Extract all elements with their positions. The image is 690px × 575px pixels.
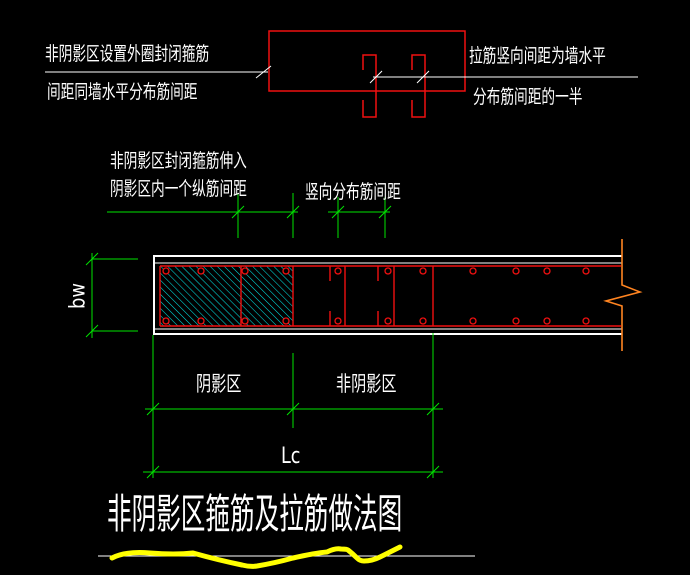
longitudinal-rebar-dots [162, 267, 590, 325]
rebar-dot [282, 317, 290, 325]
left-note-line1: 非阴影区设置外圈封闭箍筋 [45, 43, 210, 65]
vertical-spacing-note: 竖向分布筋间距 [305, 181, 401, 203]
right-note-line1: 拉筋竖向间距为墙水平 [469, 45, 606, 67]
rebar-dot [334, 267, 342, 275]
rebar-dot [197, 267, 205, 275]
rebar-dot [469, 267, 477, 275]
dim-tick [85, 324, 99, 338]
leader-tick [416, 70, 430, 84]
break-line [603, 239, 643, 351]
rebar-dot [469, 317, 477, 325]
leader-tick [369, 70, 383, 84]
rebar-dot [334, 317, 342, 325]
hoop-extend-note-line1: 非阴影区封闭箍筋伸入 [110, 150, 247, 172]
rebar-dot [419, 317, 427, 325]
shadow-zone-label: 阴影区 [196, 372, 242, 396]
right-note-line2: 分布筋间距的一半 [473, 86, 583, 108]
rebar-dot [582, 317, 590, 325]
tie-bar-hook [362, 54, 377, 118]
non-shadow-zone-label: 非阴影区 [336, 372, 397, 396]
dim-tick [231, 205, 245, 219]
rebar-dot [582, 267, 590, 275]
tie-bar-hook [411, 54, 426, 118]
dim-tick [286, 402, 300, 416]
wall-stirrups [159, 265, 621, 327]
rebar-dot [241, 317, 249, 325]
rebar-dot [282, 267, 290, 275]
rebar-dot [241, 267, 249, 275]
left-note-line2: 间距同墙水平分布筋间距 [47, 81, 198, 103]
dim-tick [85, 252, 99, 266]
rebar-dot [543, 267, 551, 275]
rebar-dot [197, 317, 205, 325]
dim-tick [146, 465, 160, 479]
upper-dimensions [107, 193, 392, 238]
dim-tick [426, 465, 440, 479]
rebar-dot [162, 267, 170, 275]
closed-hoop-outline [268, 30, 466, 92]
leader-lines [45, 65, 638, 84]
rebar-dot [543, 317, 551, 325]
wall-width-label: bw [65, 283, 90, 309]
dim-tick [426, 402, 440, 416]
bw-dimension [85, 252, 138, 338]
drawing-title: 非阴影区箍筋及拉筋做法图 [107, 490, 403, 538]
dim-tick [378, 205, 392, 219]
rebar-dot [384, 267, 392, 275]
rebar-dot [512, 317, 520, 325]
rebar-dot [162, 317, 170, 325]
dim-tick [331, 205, 345, 219]
dim-tick [146, 402, 160, 416]
hoop-plan-detail [268, 30, 466, 118]
wall-outline [153, 255, 622, 335]
leader-tick [255, 65, 272, 79]
title-highlight-squiggle [109, 544, 403, 569]
boundary-length-label: Lc [281, 444, 301, 469]
rebar-dot [512, 267, 520, 275]
lower-dimensions [143, 333, 443, 479]
dim-tick [286, 205, 300, 219]
shadow-zone-hatch [160, 266, 293, 326]
hoop-extend-note-line2: 阴影区内一个纵筋间距 [110, 178, 247, 200]
rebar-dot [419, 267, 427, 275]
rebar-dot [384, 317, 392, 325]
